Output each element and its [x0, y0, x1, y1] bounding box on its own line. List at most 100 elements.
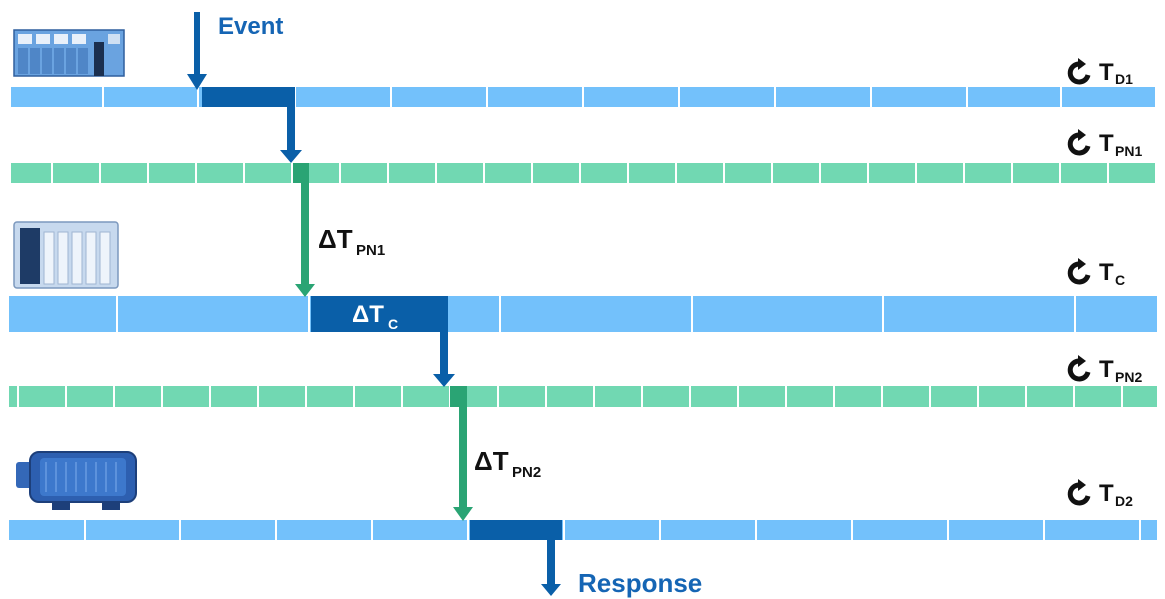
cycle-segment [392, 87, 486, 107]
cycle-segment [1045, 520, 1139, 540]
cycle-segment [917, 163, 963, 183]
refresh-cycle-icon [1067, 129, 1091, 156]
cycle-segment [949, 520, 1043, 540]
cycle-segment [725, 163, 771, 183]
cycle-segment [872, 87, 966, 107]
event-label: Event [218, 13, 283, 40]
network-pn2-cycle-bar [9, 386, 1157, 407]
cycle-segment [149, 163, 195, 183]
cycle-segment [547, 386, 593, 407]
cycle-segment [643, 386, 689, 407]
cycle-segment [341, 163, 387, 183]
cycle-label-d1: T D1 [1067, 58, 1133, 87]
cycle-segment [773, 163, 819, 183]
cycle-segment [757, 520, 851, 540]
cycle-segment [1013, 163, 1059, 183]
cycle-segment [9, 386, 17, 407]
svg-text:T: T [1099, 59, 1114, 86]
svg-text:T: T [1099, 356, 1114, 383]
delta-pn2-label: ΔT PN2 [474, 446, 541, 481]
svg-text:T: T [1099, 259, 1114, 286]
cycle-segment [389, 163, 435, 183]
cycle-segment [9, 520, 84, 540]
cycle-segment [499, 386, 545, 407]
cycle-segment [1062, 87, 1155, 107]
cycle-segment [437, 163, 483, 183]
d1-active-path [202, 87, 302, 163]
cycle-segment [403, 386, 449, 407]
cycle-segment [853, 520, 947, 540]
cycle-segment [629, 163, 675, 183]
cycle-segment [118, 296, 308, 332]
cycle-segment [965, 163, 1011, 183]
svg-text:D2: D2 [1115, 493, 1133, 509]
cycle-segment [373, 520, 467, 540]
cycle-segment [307, 386, 353, 407]
cycle-segment [501, 296, 691, 332]
refresh-cycle-icon [1067, 58, 1091, 85]
cycle-segment [245, 163, 291, 183]
cycle-segment [19, 386, 65, 407]
cycle-segment [53, 163, 99, 183]
svg-text:T: T [1099, 480, 1114, 507]
cycle-segment [661, 520, 755, 540]
cycle-segment [680, 87, 774, 107]
cycle-segment [181, 520, 275, 540]
cycle-segment [1123, 386, 1157, 407]
cycle-segment [9, 296, 116, 332]
cycle-segment [197, 163, 243, 183]
cycle-segment [595, 386, 641, 407]
cycle-segment [86, 520, 179, 540]
cycle-segment [104, 87, 197, 107]
svg-text:PN2: PN2 [1115, 369, 1142, 385]
cycle-segment [584, 87, 678, 107]
svg-text:D1: D1 [1115, 71, 1133, 87]
cycle-label-pn1: T PN1 [1067, 129, 1142, 159]
svg-text:PN2: PN2 [512, 464, 541, 481]
svg-text:C: C [1115, 272, 1125, 288]
cycle-segment [1027, 386, 1073, 407]
controller-active-path [311, 296, 455, 387]
cycle-segment [11, 163, 51, 183]
cycle-segment [11, 87, 102, 107]
cycle-segment [883, 386, 929, 407]
cycle-label-c: T C [1067, 258, 1125, 288]
cycle-segment [869, 163, 915, 183]
cycle-segment [776, 87, 870, 107]
refresh-cycle-icon [1067, 479, 1091, 506]
pn2-active-path [450, 386, 473, 521]
cycle-segment [1076, 296, 1157, 332]
cycle-segment [485, 163, 531, 183]
cycle-segment [693, 296, 882, 332]
svg-text:ΔT: ΔT [318, 224, 353, 254]
motor-drive-icon [16, 451, 137, 510]
cycle-segment [533, 163, 579, 183]
svg-text:ΔT: ΔT [352, 301, 384, 328]
network-pn1-cycle-bar [11, 163, 1155, 183]
cycle-segment [787, 386, 833, 407]
svg-text:T: T [1099, 130, 1114, 157]
cycle-segment [1141, 520, 1157, 540]
refresh-cycle-icon [1067, 355, 1091, 382]
device-d2-cycle-bar [9, 520, 1157, 540]
pn1-active-path [293, 163, 315, 297]
event-arrow [187, 12, 207, 90]
device-d1-cycle-bar [11, 87, 1155, 107]
cycle-segment [67, 386, 113, 407]
svg-text:PN1: PN1 [356, 242, 385, 259]
cycle-segment [691, 386, 737, 407]
cycle-segment [739, 386, 785, 407]
cycle-label-d2: T D2 [1067, 479, 1133, 509]
cycle-segment [296, 87, 390, 107]
cycle-segment [163, 386, 209, 407]
cycle-segment [488, 87, 582, 107]
response-label: Response [578, 568, 702, 598]
plc-controller-icon [13, 221, 119, 289]
d2-active-path [470, 520, 562, 596]
cycle-segment [115, 386, 161, 407]
cycle-segment [968, 87, 1060, 107]
cycle-segment [581, 163, 627, 183]
io-module-icon [13, 29, 125, 77]
cycle-segment [211, 386, 257, 407]
